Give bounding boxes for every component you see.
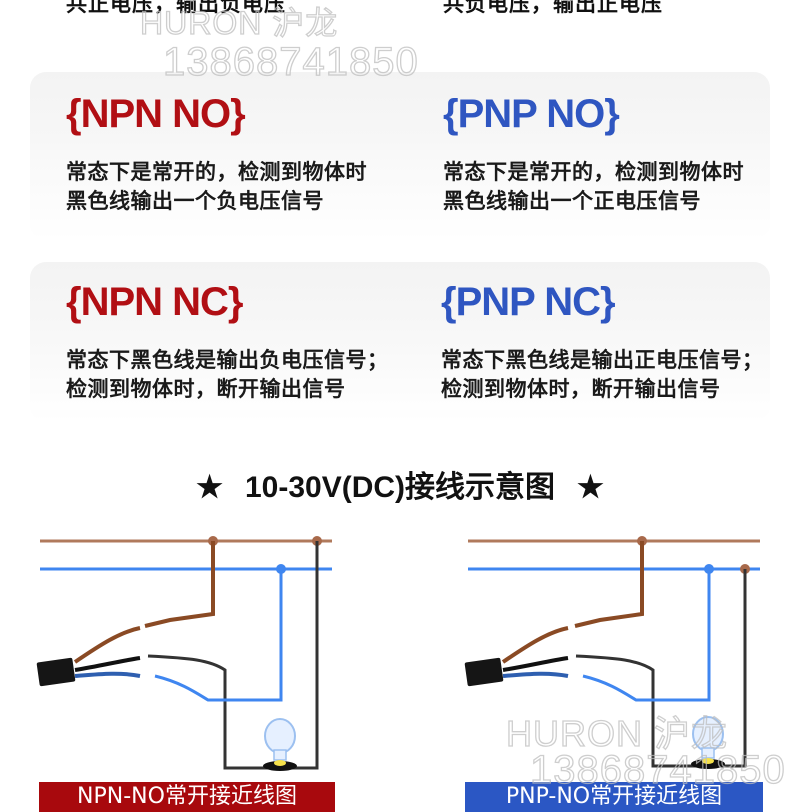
- npn-nc-title: {NPN NC}: [66, 280, 243, 324]
- npn-no-caption: NPN-NO常开接近线图: [39, 782, 335, 812]
- pnp-no-line1: 常态下是常开的，检测到物体时: [443, 160, 744, 184]
- sensor-cable-icon: [464, 657, 504, 687]
- star-icon: ★: [577, 471, 604, 504]
- npn-no-line1: 常态下是常开的，检测到物体时: [66, 160, 367, 184]
- pnp-no-line2: 黑色线输出一个正电压信号: [443, 189, 701, 213]
- pnp-no-description: 常态下是常开的，检测到物体时 黑色线输出一个正电压信号: [443, 158, 744, 216]
- npn-no-line2: 黑色线输出一个负电压信号: [66, 189, 324, 213]
- nc-mode-card: {NPN NC} 常态下黑色线是输出负电压信号； 检测到物体时，断开输出信号 {…: [30, 262, 770, 422]
- light-bulb-icon: [691, 716, 725, 769]
- npn-no-title: {NPN NO}: [66, 92, 246, 136]
- wiring-section-title: ★ 10-30V(DC)接线示意图 ★: [0, 462, 800, 506]
- pnp-nc-description: 常态下黑色线是输出正电压信号； 检测到物体时，断开输出信号: [441, 346, 764, 404]
- npn-common-note: 共正电压，输出负电压: [66, 0, 286, 16]
- pnp-common-note: 共负电压，输出正电压: [443, 0, 663, 16]
- npn-nc-line2: 检测到物体时，断开输出信号: [66, 377, 346, 401]
- pnp-no-wiring-diagram: [464, 536, 760, 769]
- wiring-title-text: 10-30V(DC)接线示意图: [244, 471, 556, 504]
- pnp-no-block: {PNP NO} 常态下是常开的，检测到物体时 黑色线输出一个正电压信号: [443, 94, 744, 216]
- light-bulb-icon: [263, 718, 297, 771]
- pnp-no-title: {PNP NO}: [443, 92, 620, 136]
- pnp-nc-block: {PNP NC} 常态下黑色线是输出正电压信号； 检测到物体时，断开输出信号: [441, 282, 764, 404]
- sensor-cable-icon: [36, 657, 76, 687]
- npn-no-description: 常态下是常开的，检测到物体时 黑色线输出一个负电压信号: [66, 158, 367, 216]
- pnp-nc-line1: 常态下黑色线是输出正电压信号；: [441, 348, 764, 372]
- pnp-no-caption: PNP-NO常开接近线图: [465, 782, 763, 812]
- npn-nc-line1: 常态下黑色线是输出负电压信号；: [66, 348, 389, 372]
- npn-no-block: {NPN NO} 常态下是常开的，检测到物体时 黑色线输出一个负电压信号: [66, 94, 367, 216]
- pnp-nc-title: {PNP NC}: [441, 280, 616, 324]
- no-mode-card: {NPN NO} 常态下是常开的，检测到物体时 黑色线输出一个负电压信号 {PN…: [30, 72, 770, 240]
- npn-nc-description: 常态下黑色线是输出负电压信号； 检测到物体时，断开输出信号: [66, 346, 389, 404]
- pnp-nc-line2: 检测到物体时，断开输出信号: [441, 377, 721, 401]
- star-icon: ★: [196, 471, 223, 504]
- npn-nc-block: {NPN NC} 常态下黑色线是输出负电压信号； 检测到物体时，断开输出信号: [66, 282, 389, 404]
- npn-no-wiring-diagram: [36, 536, 332, 771]
